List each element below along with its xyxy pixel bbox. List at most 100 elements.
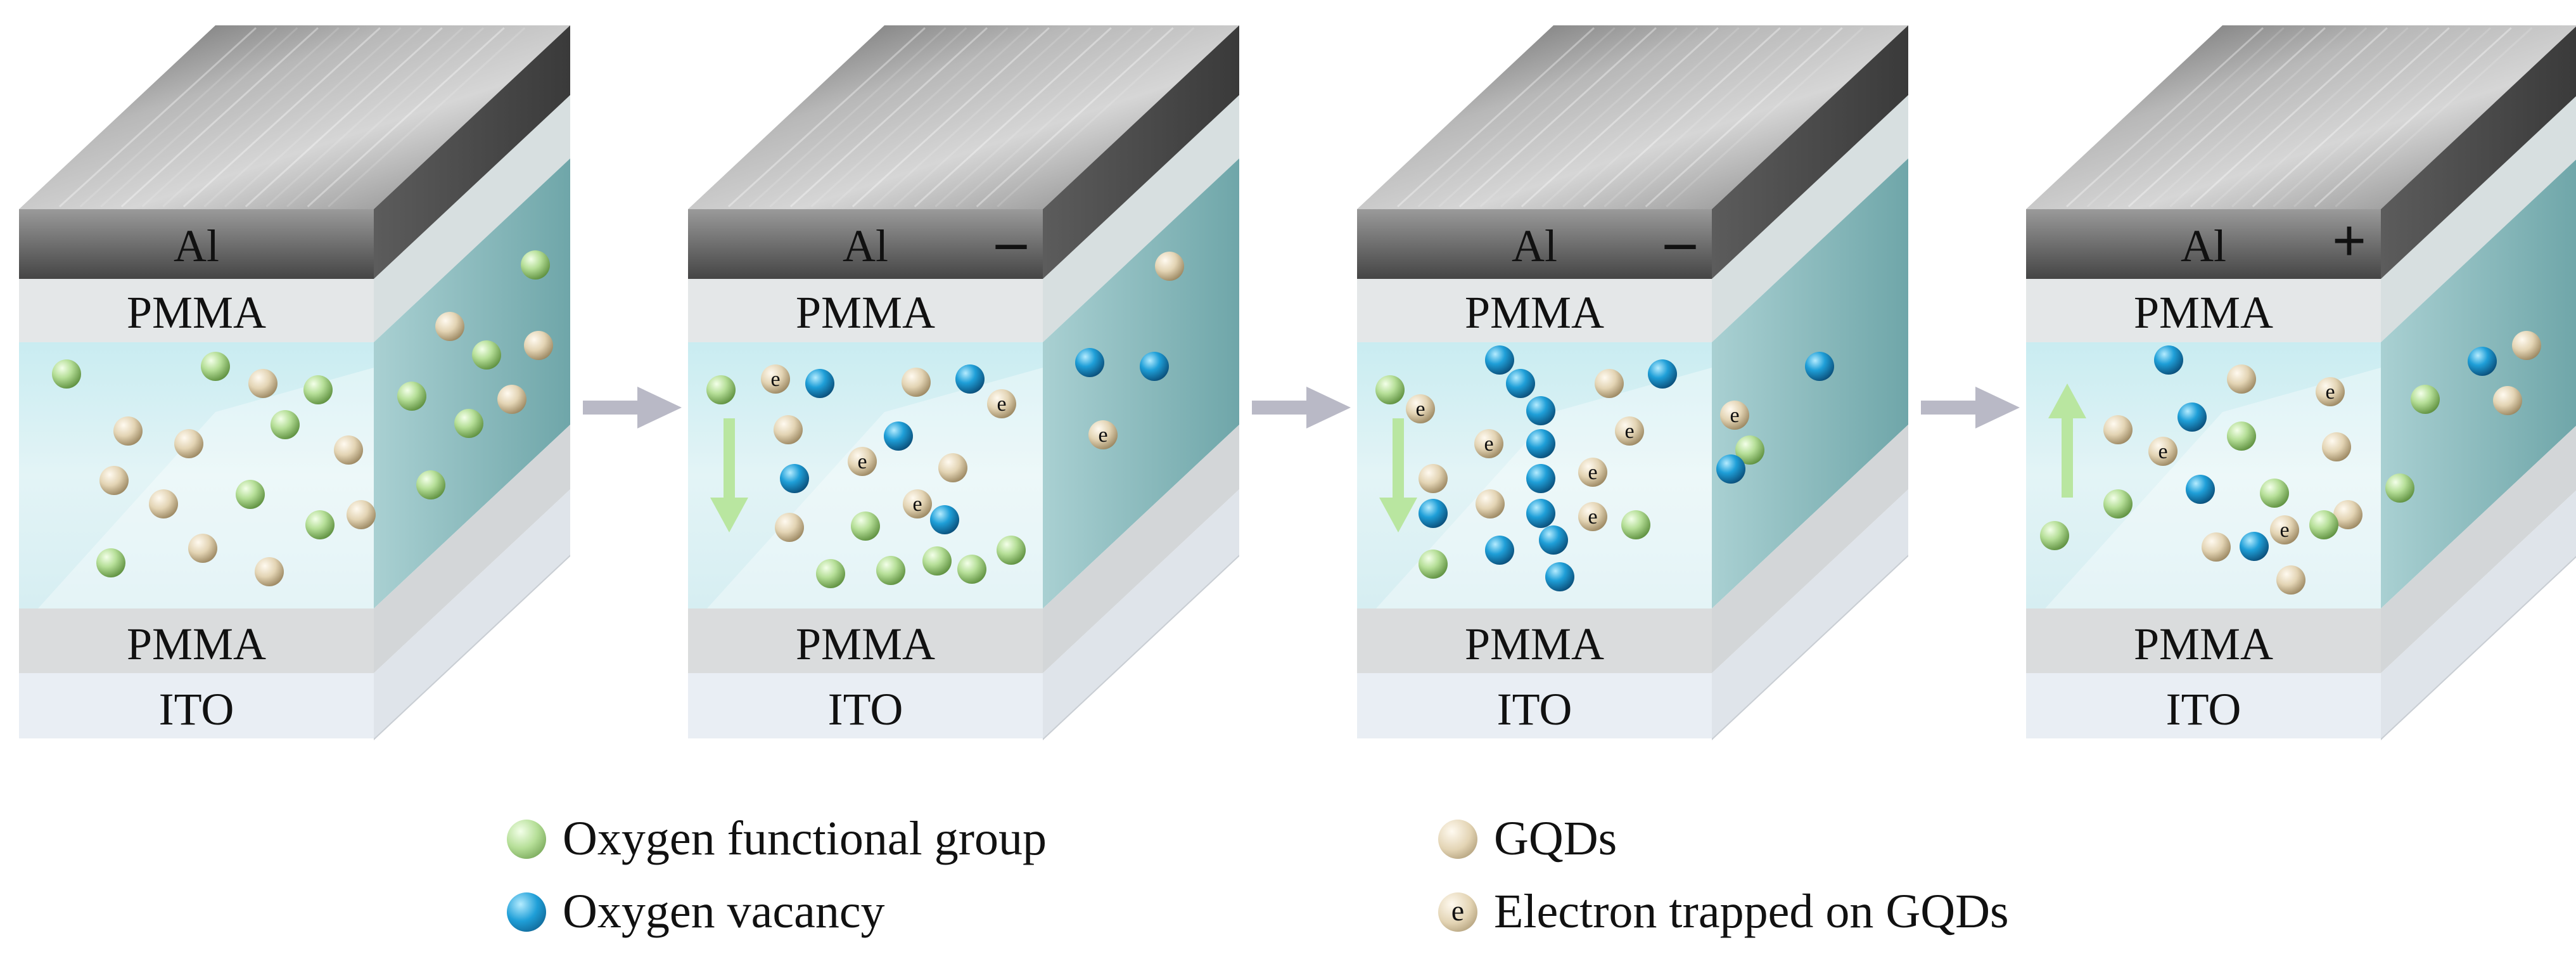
electron-trapped-gqd-particle (1088, 420, 1118, 449)
ito-side-face (1043, 489, 1239, 738)
brushed-metal-streak (789, 27, 988, 208)
brushed-metal-streak (1604, 27, 1802, 208)
electron-trapped-gqd-particle (1474, 429, 1503, 458)
gqd-particle (524, 331, 553, 360)
polarity-sign: – (995, 207, 1027, 274)
brushed-metal-streak (2293, 27, 2492, 208)
electron-symbol: e (1588, 461, 1597, 484)
oxygen-vacancy-particle (1648, 359, 1677, 389)
pmma-top-front (1357, 279, 1712, 342)
oxygen-functional-group-particle (2103, 489, 2133, 518)
gqd-particle (1419, 464, 1448, 493)
electron-trapped-gqd-particle (761, 364, 790, 394)
oxygen-vacancy-particle (2154, 345, 2183, 375)
oxygen-functional-group-particle (1621, 510, 1650, 539)
brushed-metal-streak (831, 27, 1030, 208)
legend-label: Electron trapped on GQDs (1494, 885, 2009, 938)
oxygen-functional-group-particle (201, 352, 230, 381)
oxygen-vacancy-particle (1716, 454, 1745, 484)
brushed-metal-streak (1396, 27, 1595, 208)
active-layer-side-face (1712, 158, 1908, 608)
oxygen-functional-group-particle (2385, 473, 2414, 503)
brushed-metal-streak (2190, 27, 2388, 208)
brushed-metal-streak (2148, 27, 2347, 208)
oxygen-vacancy-particle (2186, 475, 2215, 504)
electron-symbol: e (997, 392, 1006, 416)
gqd-particle (1476, 489, 1505, 518)
brushed-metal-streak (79, 27, 277, 208)
pmma-bottom-side-face (2381, 425, 2576, 673)
brushed-metal-streak (1438, 27, 1636, 208)
pmma-top-label: PMMA (2134, 287, 2273, 338)
field-arrow-down (710, 418, 748, 532)
al-top-face (2026, 25, 2576, 209)
oxygen-vacancy-particle (805, 369, 834, 398)
active-layer-side-face (1043, 158, 1239, 608)
pmma-top-side-face (374, 95, 570, 342)
brushed-metal-streak (141, 27, 340, 208)
brushed-metal-streak (2065, 27, 2264, 208)
brushed-metal-streak (1458, 27, 1657, 208)
electron-trapped-gqd-particle (1406, 394, 1435, 423)
ito-side-face (374, 489, 570, 738)
pmma-bottom-front (1357, 608, 1712, 673)
electron-trapped-gqd-particle (903, 489, 932, 518)
pmma-top-side-face (1043, 95, 1239, 342)
pmma-top-label: PMMA (796, 287, 935, 338)
oxygen-functional-group-particle (706, 375, 736, 404)
brushed-metal-streak (2273, 27, 2471, 208)
brushed-metal-streak (1562, 27, 1761, 208)
electron-trapped-swatch: e (1438, 892, 1477, 932)
oxygen-functional-group-particle (2040, 521, 2069, 550)
gqd-particle (2322, 432, 2351, 461)
al-label: Al (1512, 221, 1557, 271)
gqd-particle (188, 534, 217, 563)
electron-symbol: e (1730, 404, 1739, 427)
al-label: Al (174, 221, 219, 271)
electron-trapped-gqd-particle (1720, 401, 1749, 430)
al-top-face (688, 25, 1239, 209)
brushed-metal-streak (2231, 27, 2430, 208)
brushed-metal-streak (2314, 27, 2512, 208)
oxygen-vacancy-particle (1485, 536, 1514, 565)
oxygen-vacancy-particle (2468, 347, 2497, 376)
brushed-metal-streak (2169, 27, 2368, 208)
al-side-face (1043, 25, 1239, 279)
brushed-metal-streak (2210, 27, 2409, 208)
brushed-metal-streak (727, 27, 926, 208)
oxygen-vacancy-particle (1485, 345, 1514, 375)
gqd-particle (334, 435, 363, 465)
active-layer-highlight (707, 368, 1043, 608)
brushed-metal-streak (203, 27, 402, 208)
pmma-bottom-label: PMMA (127, 619, 266, 669)
process-arrow-1 (583, 387, 682, 428)
oxygen-functional-group-particle (2227, 422, 2256, 451)
oxygen-functional-group-particle (236, 480, 265, 509)
oxygen-functional-group-particle (2260, 479, 2289, 508)
oxygen-vacancy-particle (780, 464, 809, 493)
ito-label: ITO (2166, 684, 2241, 735)
oxygen-functional-group-particle (851, 512, 880, 541)
gqd-particle (902, 368, 931, 397)
oxygen-functional-group-particle (96, 548, 125, 577)
oxygen-vacancy-particle (2240, 532, 2269, 561)
electron-symbol: e (912, 492, 922, 516)
brushed-metal-streak (182, 27, 381, 208)
legend-electron-trapped: e Electron trapped on GQDs (1438, 884, 2009, 939)
oxygen-vacancy-particle (1805, 352, 1834, 381)
legend-oxygen-functional-group: Oxygen functional group (507, 811, 1047, 866)
oxygen-vacancy-particle (1140, 352, 1169, 381)
brushed-metal-streak (2127, 27, 2326, 208)
oxygen-functional-group-particle (416, 470, 445, 499)
ito-front (688, 673, 1043, 738)
pmma-bottom-front (688, 608, 1043, 673)
brushed-metal-streak (120, 27, 319, 208)
electron-trapped-gqd-particle (1578, 502, 1607, 531)
brushed-metal-streak (100, 27, 298, 208)
al-label: Al (2181, 221, 2226, 271)
brushed-metal-streak (1500, 27, 1699, 208)
brushed-metal-streak (1521, 27, 1719, 208)
oxygen-functional-group-particle (816, 559, 845, 588)
al-label: Al (843, 221, 888, 271)
gqd-particle (435, 312, 464, 341)
